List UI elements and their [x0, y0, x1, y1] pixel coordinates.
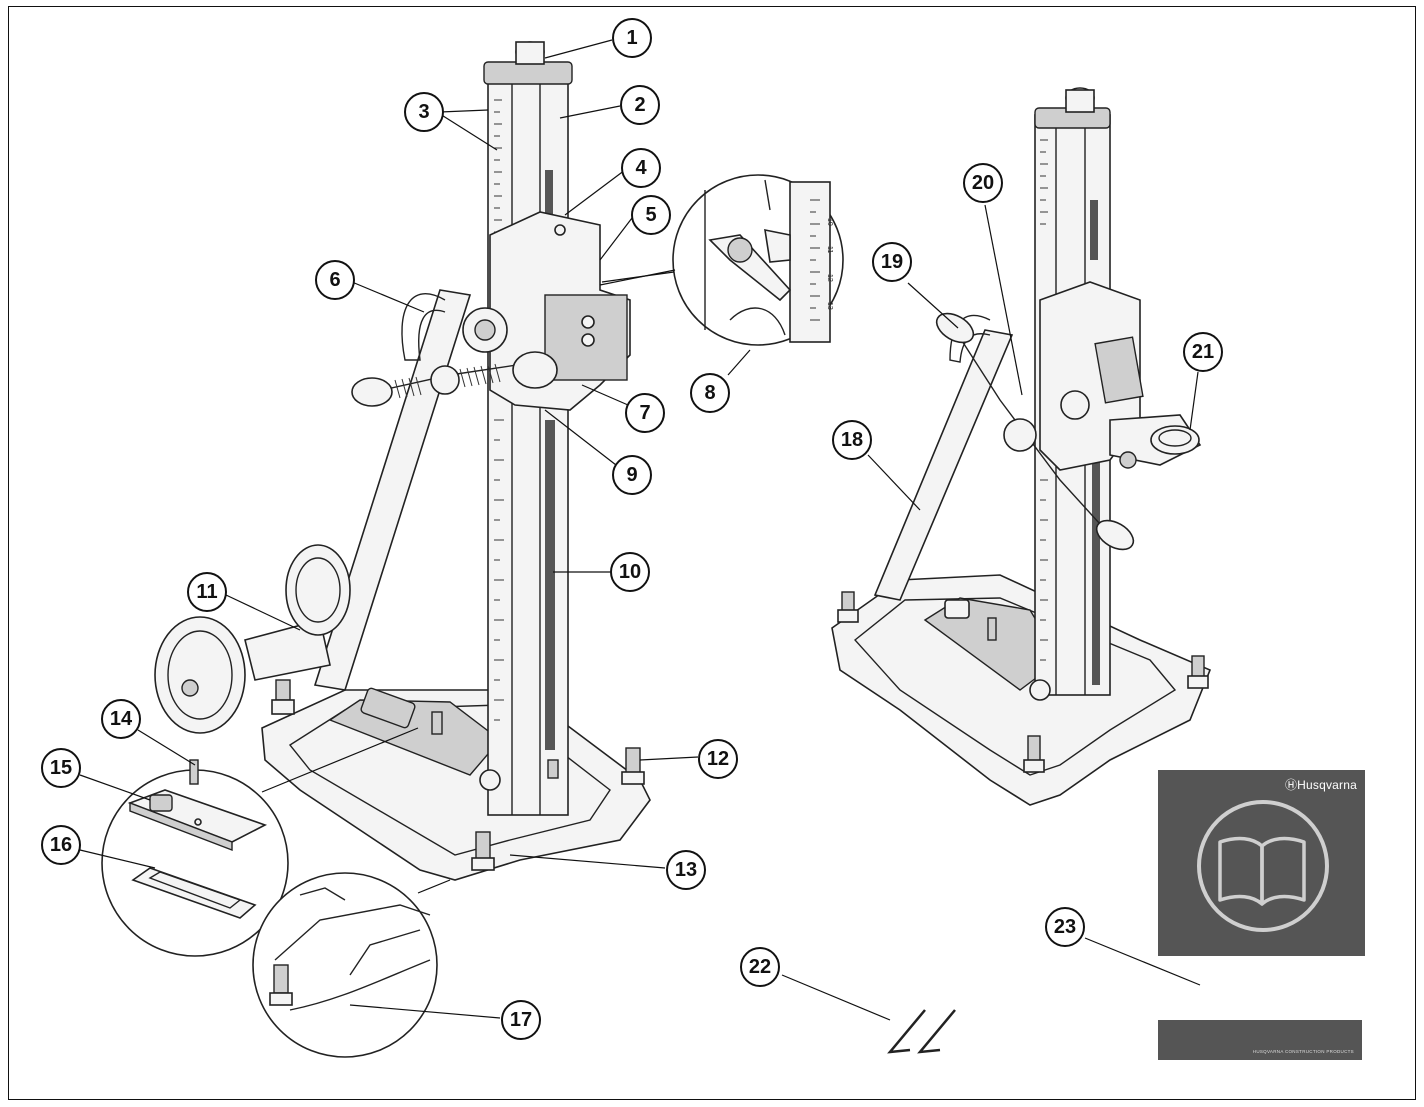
callout-17: 17 [501, 1000, 541, 1040]
callout-1: 1 [612, 18, 652, 58]
right-support-strut [873, 329, 1014, 601]
svg-text:17: 17 [510, 1009, 532, 1031]
svg-text:6: 6 [329, 269, 340, 291]
svg-text:2: 2 [634, 94, 645, 116]
callout-15: 15 [41, 748, 81, 788]
svg-text:19: 19 [881, 251, 903, 273]
svg-text:7: 7 [639, 402, 650, 424]
leader-lines [79, 39, 1201, 1021]
callout-7: 7 [625, 393, 665, 433]
manual-brand-text: ⒽHusqvarna [1284, 778, 1357, 792]
svg-text:15: 15 [50, 757, 72, 779]
support-strut [313, 289, 472, 691]
callout-11: 11 [187, 572, 227, 612]
wheel-front [154, 616, 246, 734]
svg-text:13: 13 [675, 859, 697, 881]
svg-text:23: 23 [1054, 916, 1076, 938]
operators-manual-spine: HUSQVARNA CONSTRUCTION PRODUCTS [1158, 1020, 1362, 1060]
callout-20: 20 [963, 163, 1003, 203]
svg-text:5: 5 [645, 204, 656, 226]
column [487, 74, 569, 816]
right-leveling-screws [837, 591, 1209, 773]
detail-plate [101, 759, 289, 957]
svg-text:9: 9 [626, 464, 637, 486]
callout-6: 6 [315, 260, 355, 300]
svg-text:14: 14 [110, 708, 133, 730]
svg-text:22: 22 [749, 956, 771, 978]
callout-4: 4 [621, 148, 661, 188]
callout-19: 19 [872, 242, 912, 282]
svg-text:1: 1 [626, 27, 637, 49]
scale-number-11: 11 [826, 246, 833, 253]
callout-22: 22 [740, 947, 780, 987]
svg-text:16: 16 [50, 834, 72, 856]
callout-8: 8 [690, 373, 730, 413]
callout-9: 9 [612, 455, 652, 495]
svg-text:21: 21 [1192, 341, 1214, 363]
hex-keys [887, 1009, 956, 1054]
callout-5: 5 [631, 195, 671, 235]
callout-23: 23 [1045, 907, 1085, 947]
svg-text:18: 18 [841, 429, 863, 451]
callout-21: 21 [1183, 332, 1223, 372]
manual-footer-text: HUSQVARNA CONSTRUCTION PRODUCTS [1252, 1049, 1354, 1054]
diagram-frame [8, 6, 1416, 1100]
detail-base-corner [252, 872, 438, 1058]
svg-text:20: 20 [972, 172, 994, 194]
callout-3: 3 [404, 92, 444, 132]
callout-16: 16 [41, 825, 81, 865]
operators-manual-cover: ⒽHusqvarna [1158, 770, 1365, 956]
svg-text:3: 3 [418, 101, 429, 123]
callout-18: 18 [832, 420, 872, 460]
callout-2: 2 [620, 85, 660, 125]
leveling-screws [271, 679, 645, 871]
scale-number-12: 12 [826, 274, 833, 282]
left-drill-stand [154, 41, 651, 881]
callout-10: 10 [610, 552, 650, 592]
svg-text:10: 10 [619, 561, 641, 583]
svg-text:11: 11 [196, 581, 217, 603]
callouts: 1 2 3 4 5 6 7 8 9 10 11 12 13 14 15 16 1… [41, 18, 1223, 1040]
callout-14: 14 [101, 699, 141, 739]
svg-text:4: 4 [635, 157, 647, 179]
callout-12: 12 [698, 739, 738, 779]
svg-text:8: 8 [704, 382, 715, 404]
svg-text:12: 12 [707, 748, 729, 770]
scale-number-10: 10 [826, 218, 833, 226]
right-drill-stand [831, 87, 1212, 806]
detail-locking-lever: 10 11 12 13 [672, 174, 844, 346]
scale-number-13: 13 [826, 302, 833, 310]
callout-13: 13 [666, 850, 706, 890]
open-book-icon [1197, 800, 1329, 932]
